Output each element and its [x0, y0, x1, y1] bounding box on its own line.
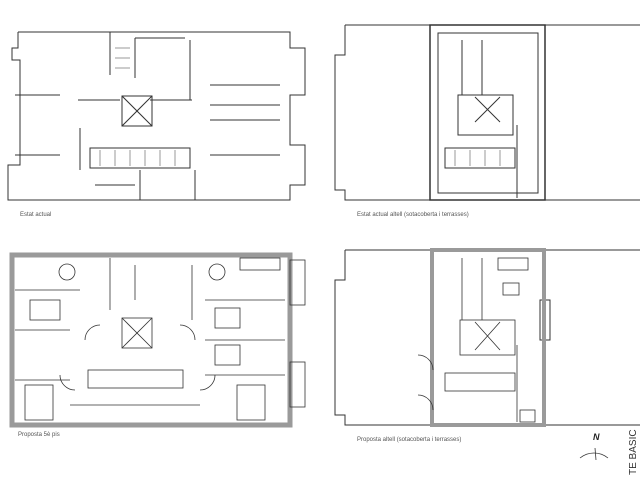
plan-proposta-5e-pis	[9, 252, 306, 428]
plan-label-estat-actual-altell: Estat actual altell (sotacoberta i terra…	[357, 212, 469, 218]
north-label: N	[593, 432, 600, 442]
north-arrow-icon	[579, 447, 609, 461]
side-title-text: TE BASIC	[628, 429, 639, 475]
plan-label-proposta-altell: Proposta altell (sotacoberta i terrasses…	[357, 437, 462, 443]
plan-proposta-altell	[334, 248, 640, 427]
plan-label-estat-actual: Estat actual	[20, 212, 52, 218]
plan-label-proposta-5e-pis: Proposta 5è pis	[18, 432, 60, 438]
plan-estat-actual	[7, 31, 306, 201]
plan-estat-actual-altell	[334, 24, 640, 201]
